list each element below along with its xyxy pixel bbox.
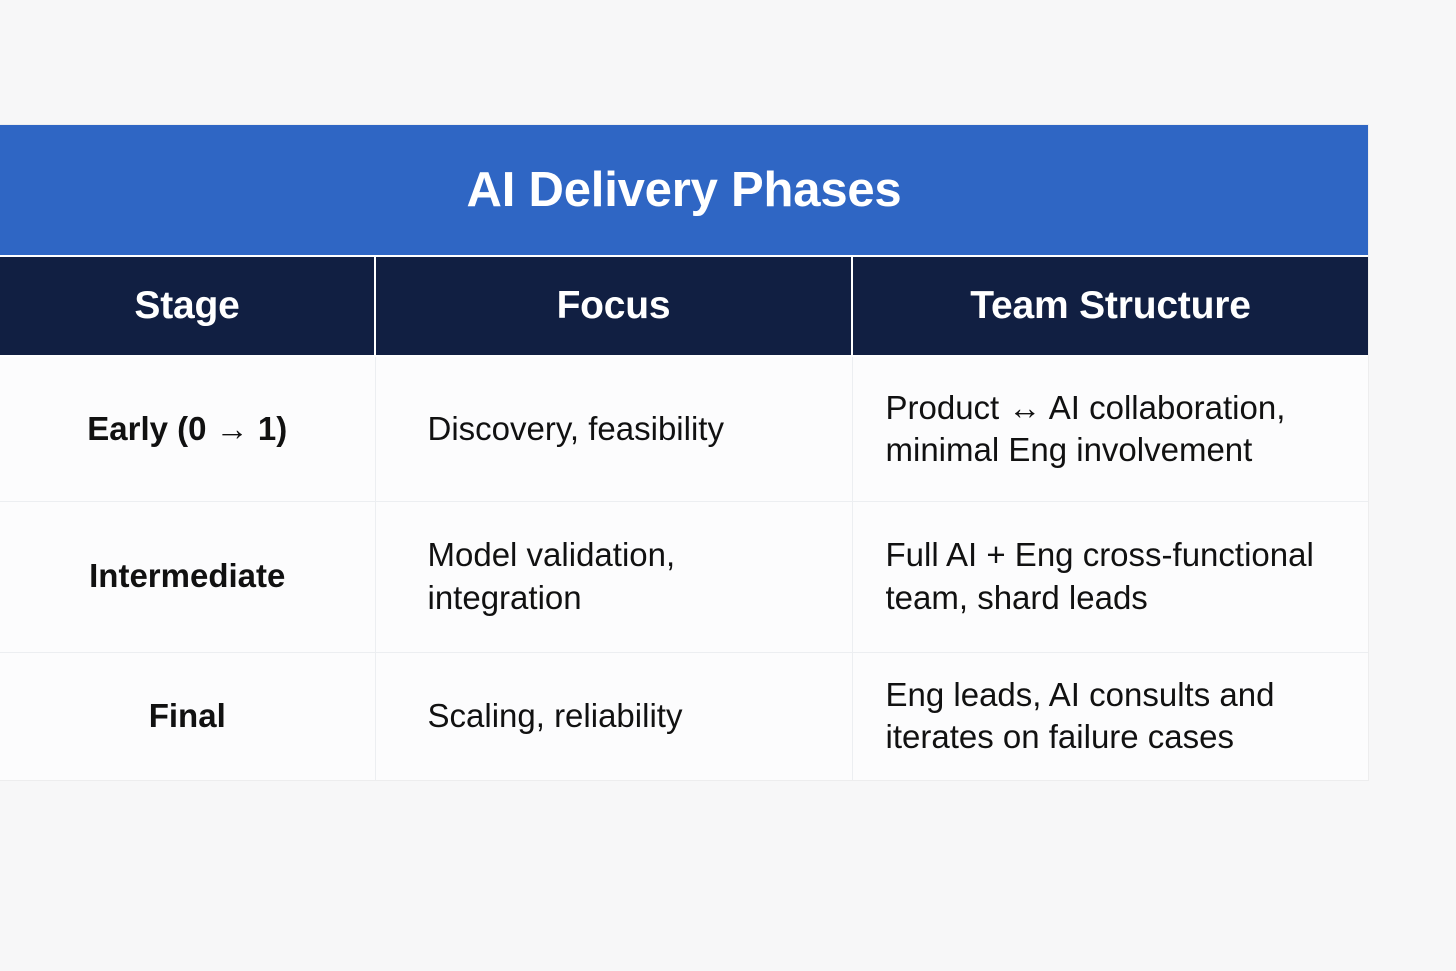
cell-focus: Discovery, feasibility: [375, 356, 853, 502]
cell-focus: Scaling, reliability: [375, 652, 853, 780]
table-title-banner: AI Delivery Phases: [0, 125, 1368, 257]
table-row: Early (0 → 1) Discovery, feasibility Pro…: [0, 356, 1368, 502]
ai-delivery-phases-table: AI Delivery Phases Stage Focus Team Stru…: [0, 125, 1368, 780]
table-row: Final Scaling, reliability Eng leads, AI…: [0, 652, 1368, 780]
cell-team-structure: Eng leads, AI consults and iterates on f…: [852, 652, 1368, 780]
cell-team-structure: Product ↔ AI collaboration, minimal Eng …: [852, 356, 1368, 502]
cell-stage: Final: [0, 652, 376, 780]
column-header-stage: Stage: [0, 257, 376, 357]
table-title: AI Delivery Phases: [466, 162, 902, 217]
cell-stage: Early (0 → 1): [0, 356, 376, 502]
cell-team-structure: Full AI + Eng cross-functional team, sha…: [852, 501, 1368, 653]
cell-stage: Intermediate: [0, 501, 376, 653]
table-row: Intermediate Model validation, integrati…: [0, 501, 1368, 653]
cell-focus: Model validation, integration: [375, 501, 853, 653]
column-header-team-structure: Team Structure: [852, 257, 1368, 357]
table-header-row: Stage Focus Team Structure: [0, 257, 1368, 357]
table-grid: Stage Focus Team Structure Early (0 → 1)…: [0, 257, 1368, 780]
column-header-focus: Focus: [375, 257, 853, 357]
